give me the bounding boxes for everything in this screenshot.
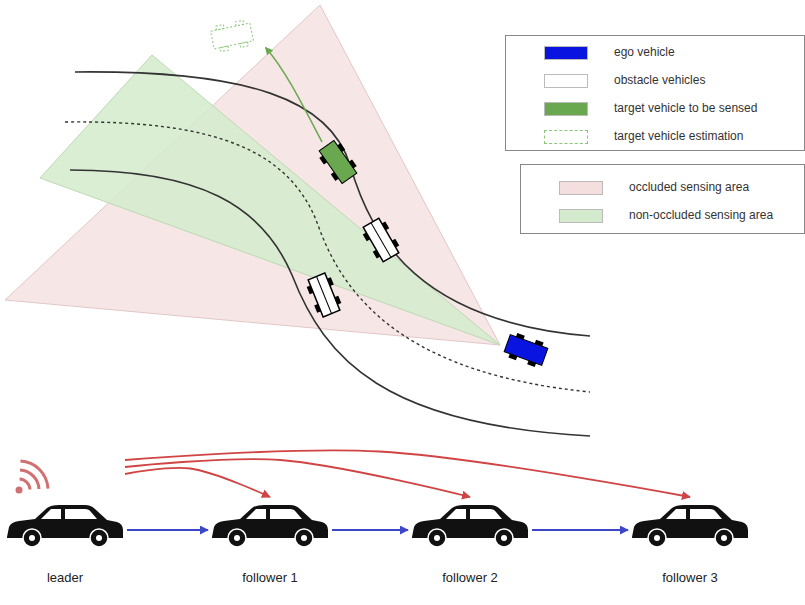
legend-box: occluded sensing area non-occluded sensin… — [520, 164, 805, 234]
legend-entry: ego vehicle — [506, 44, 804, 62]
broadcast-arrow — [125, 459, 470, 497]
legend-text: non-occluded sensing area — [629, 208, 773, 222]
broadcast-arrow — [125, 450, 690, 497]
ego-vehicle — [503, 331, 549, 369]
legend-entry: target vehicle estimation — [506, 128, 804, 146]
follow-arrow — [532, 529, 628, 531]
target-vehicle — [316, 138, 360, 186]
occluded-area — [5, 5, 500, 345]
non-occluded-area — [40, 55, 500, 345]
legend-text: occluded sensing area — [629, 180, 749, 194]
car-icon — [630, 500, 750, 548]
car-icon — [210, 500, 330, 548]
trajectory-arrow — [266, 48, 322, 142]
legend-text: target vehicle to be sensed — [614, 101, 757, 115]
lane-centerline — [65, 122, 590, 392]
follower-vehicle: follower 1 — [210, 500, 330, 585]
legend-swatch — [544, 74, 588, 88]
legend-swatch — [544, 102, 588, 116]
legend-entry: occluded sensing area — [521, 179, 804, 197]
vehicle-label: follower 1 — [210, 570, 330, 585]
broadcast-arrow — [125, 468, 270, 497]
target-estimation — [210, 19, 255, 53]
car-icon — [5, 500, 125, 548]
car-icon — [410, 500, 530, 548]
vehicle-label: follower 2 — [410, 570, 530, 585]
leader-vehicle: leader — [5, 440, 125, 585]
follower-vehicle: follower 3 — [630, 500, 750, 585]
wireless-icon — [5, 440, 125, 500]
road-edge — [70, 170, 590, 436]
vehicle-label: follower 3 — [630, 570, 750, 585]
legend-swatch — [544, 130, 588, 144]
legend-box: ego vehicle obstacle vehicles target vehic… — [505, 35, 805, 151]
legend-entry: obstacle vehicles — [506, 72, 804, 90]
obstacle-vehicle — [360, 216, 403, 264]
vehicle-label: leader — [5, 570, 125, 585]
follower-vehicle: follower 2 — [410, 500, 530, 585]
legend-text: obstacle vehicles — [614, 73, 705, 87]
obstacle-vehicle — [304, 272, 343, 319]
legend-entry: non-occluded sensing area — [521, 207, 804, 225]
legend-text: ego vehicle — [614, 45, 675, 59]
legend-swatch — [559, 181, 603, 195]
legend-swatch — [559, 209, 603, 223]
legend-text: target vehicle estimation — [614, 129, 743, 143]
follow-arrow — [127, 529, 208, 531]
legend-entry: target vehicle to be sensed — [506, 100, 804, 118]
legend-swatch — [544, 46, 588, 60]
follow-arrow — [332, 529, 408, 531]
